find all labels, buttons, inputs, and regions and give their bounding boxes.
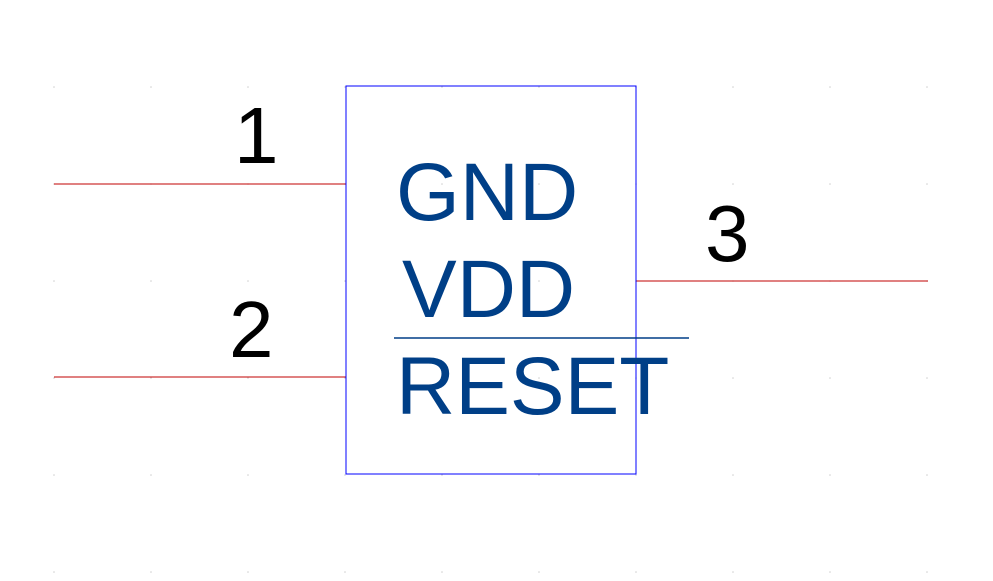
grid-dot [538, 183, 540, 185]
grid-dot [538, 86, 540, 88]
grid-dot [247, 571, 249, 573]
grid-dot [344, 86, 346, 88]
pin-3-number: 3 [705, 189, 750, 278]
grid-dot [247, 86, 249, 88]
grid-dot [732, 183, 734, 185]
grid-dot [53, 377, 55, 379]
grid-dot [926, 377, 928, 379]
grid-dot [441, 280, 443, 282]
grid-dot [344, 377, 346, 379]
grid-dot [732, 474, 734, 476]
grid-dot [150, 86, 152, 88]
grid-dot [344, 474, 346, 476]
grid-dot [53, 571, 55, 573]
grid-dot [53, 474, 55, 476]
grid-dot [635, 571, 637, 573]
grid-dot [538, 571, 540, 573]
grid-dot [829, 86, 831, 88]
grid-dot [247, 280, 249, 282]
grid-dot [150, 474, 152, 476]
grid-dot [344, 280, 346, 282]
grid-dot [247, 474, 249, 476]
grid-dot [441, 474, 443, 476]
grid-dot [926, 86, 928, 88]
grid-dot [441, 183, 443, 185]
pin-1-number: 1 [234, 91, 279, 180]
vdd-label: VDD [402, 244, 575, 335]
grid-dot [926, 183, 928, 185]
grid-dot [926, 571, 928, 573]
grid-dot [829, 474, 831, 476]
grid-dot [538, 280, 540, 282]
grid-dot [538, 377, 540, 379]
component-body[interactable] [345, 85, 637, 475]
grid-dot [150, 280, 152, 282]
grid-dot [441, 377, 443, 379]
grid-dot [829, 377, 831, 379]
grid-dot [441, 571, 443, 573]
grid-dot [732, 571, 734, 573]
reset-label: RESET [396, 341, 669, 432]
grid-dot [732, 377, 734, 379]
grid-dot [829, 571, 831, 573]
grid-dot [441, 86, 443, 88]
grid-dot [150, 377, 152, 379]
grid-dot [53, 280, 55, 282]
grid-dot [829, 183, 831, 185]
grid-dot [635, 474, 637, 476]
grid-dot [538, 474, 540, 476]
grid-dot [732, 86, 734, 88]
pin-2-number: 2 [229, 285, 274, 374]
grid-dot [926, 474, 928, 476]
grid-dot [150, 571, 152, 573]
grid-dot [53, 86, 55, 88]
grid-dot [344, 571, 346, 573]
gnd-label: GND [396, 147, 578, 238]
grid-dot [247, 377, 249, 379]
